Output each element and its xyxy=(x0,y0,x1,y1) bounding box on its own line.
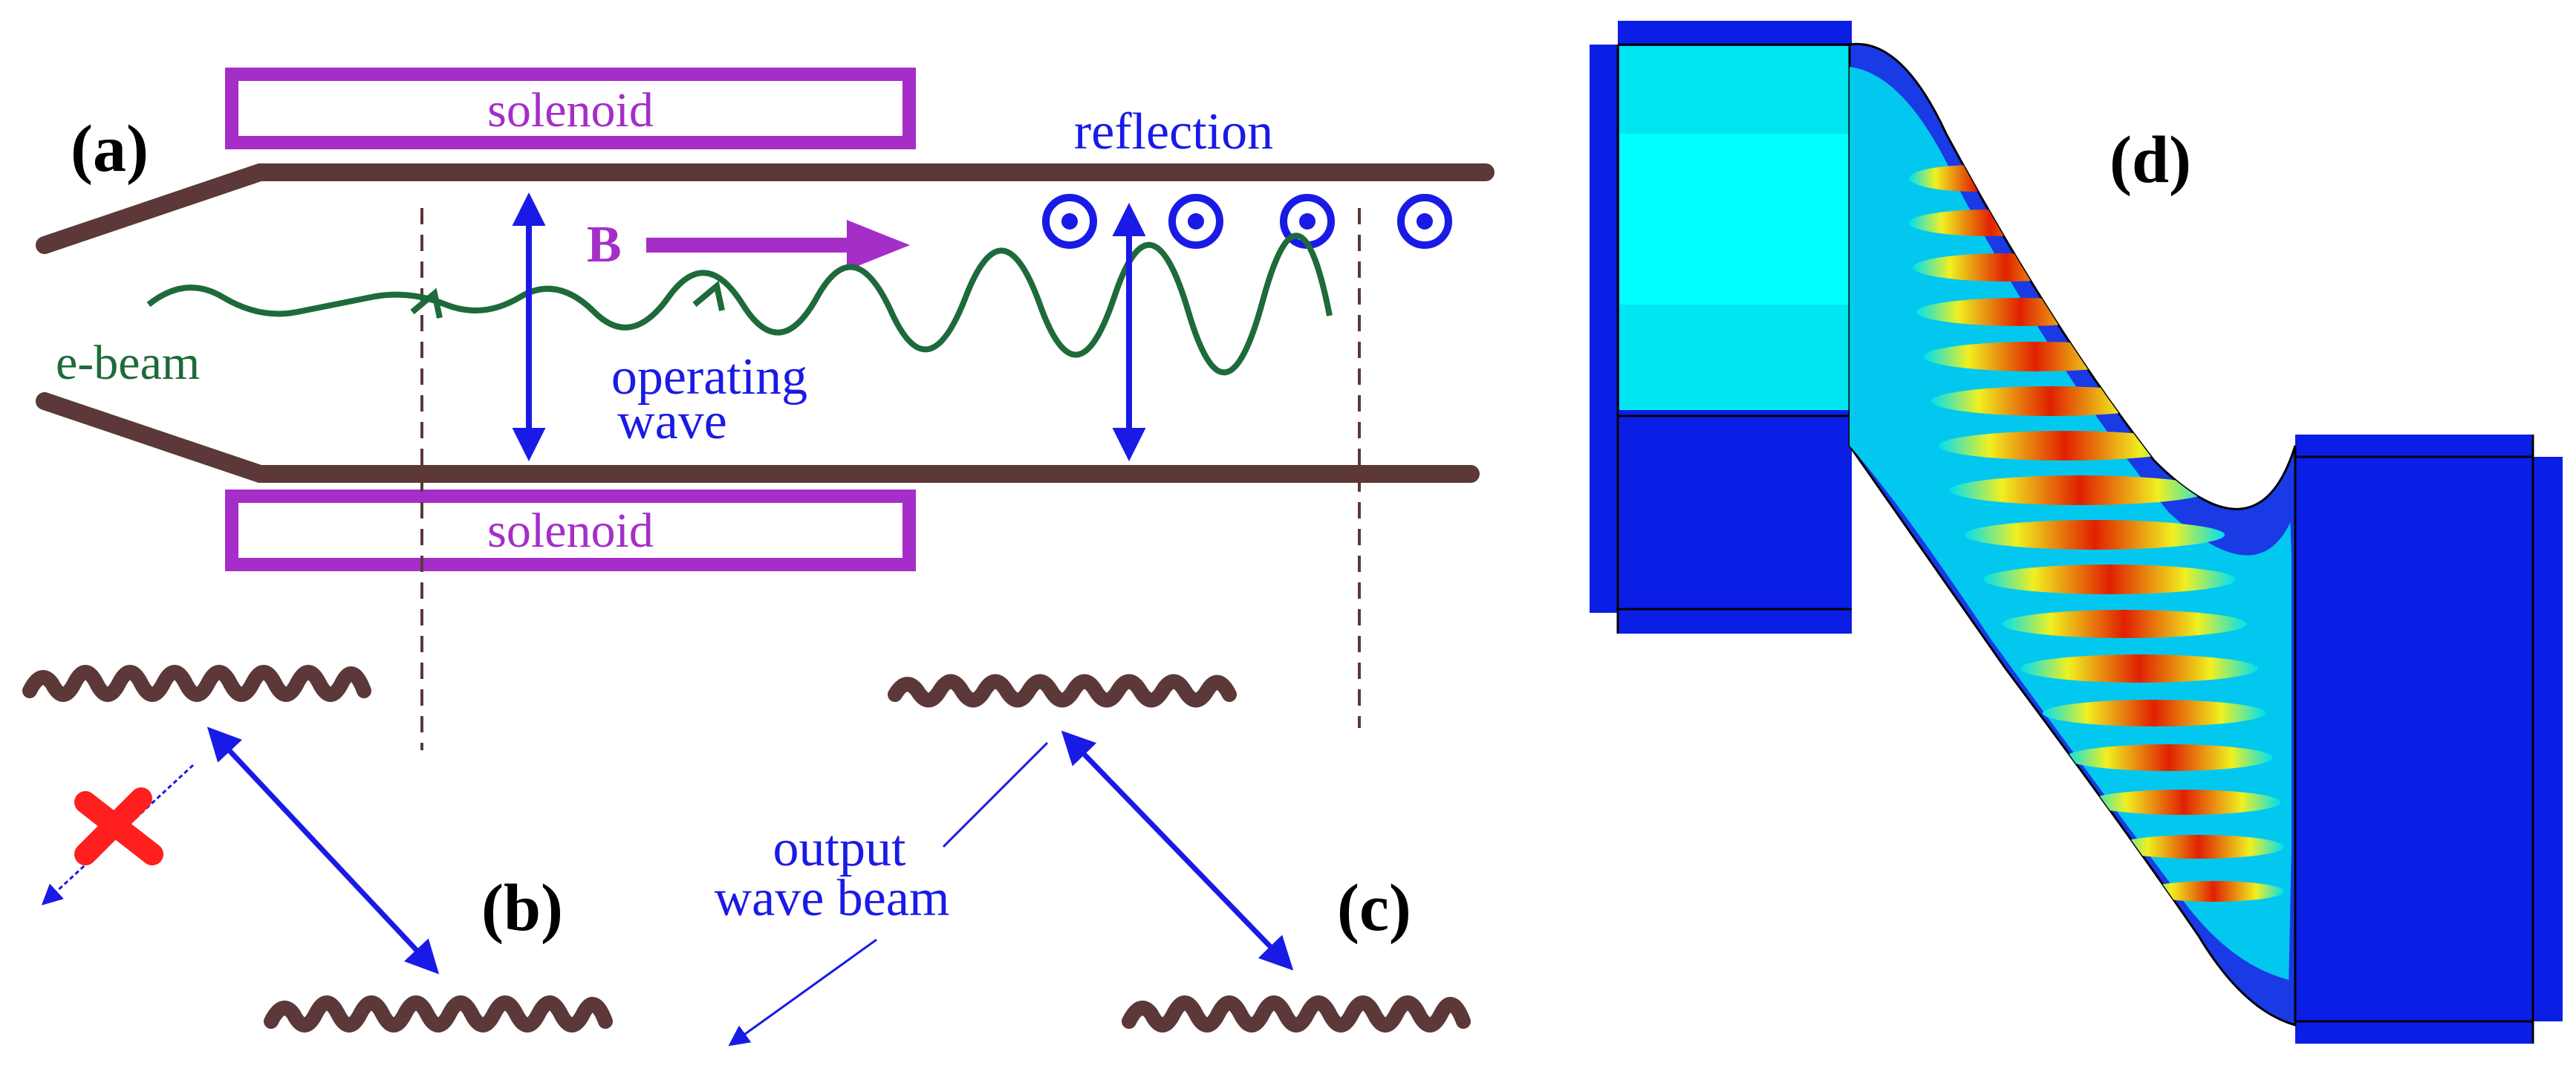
corrugation-bottom-c xyxy=(1122,995,1471,1033)
panel-d: (d) xyxy=(1590,21,2563,1044)
corrugation-top-c xyxy=(888,674,1237,708)
field-arrow-head xyxy=(847,220,910,270)
field-label: B xyxy=(587,216,622,273)
input-port-field-band xyxy=(1619,134,1852,305)
dot-in-circle-icon xyxy=(1042,194,1452,249)
ebeam-chevrons xyxy=(410,280,725,319)
ebeam-label: e-beam xyxy=(56,336,200,390)
panel-c-label: (c) xyxy=(1337,871,1411,945)
output-port-outer xyxy=(2295,435,2533,1044)
coupling-arrow-b xyxy=(206,726,440,975)
corrugation-bottom-b xyxy=(264,995,613,1033)
operating-wave-label-2: wave xyxy=(617,393,727,450)
solenoid-top xyxy=(225,68,916,149)
output-label-1: output xyxy=(773,820,906,877)
panel-a-label: (a) xyxy=(71,112,149,186)
solenoid-bottom-label: solenoid xyxy=(487,504,654,558)
operating-wave-label-1: operating xyxy=(611,348,807,406)
solenoid-top-label: solenoid xyxy=(487,83,654,137)
output-port-flange xyxy=(2518,457,2563,1021)
output-label-2: wave beam xyxy=(715,870,950,927)
suppressed-output-arrow xyxy=(41,764,195,905)
panel-b: (b) xyxy=(22,665,613,1033)
ebeam-path xyxy=(146,233,1333,376)
panel-a: solenoid solenoid (a) B reflection e-bea… xyxy=(36,68,1494,750)
field-hot-bands xyxy=(1909,165,2284,902)
waveguide-walls xyxy=(36,163,1494,483)
output-pointer-right xyxy=(942,741,1049,848)
output-arrow-left xyxy=(728,938,877,1047)
upper-wall xyxy=(36,163,1494,254)
field-pattern xyxy=(1850,67,2292,981)
panel-d-label: (d) xyxy=(2110,123,2191,197)
coupling-arrow-c xyxy=(1061,730,1294,971)
panel-b-label: (b) xyxy=(481,871,563,945)
reflection-label: reflection xyxy=(1074,103,1273,160)
output-label-group: output wave beam xyxy=(715,741,1049,1047)
x-cross-icon xyxy=(74,787,163,865)
corrugation-top-b xyxy=(22,665,371,702)
solenoid-bottom xyxy=(225,490,916,571)
lower-wall xyxy=(36,392,1480,483)
panel-c: (c) xyxy=(888,674,1471,1033)
